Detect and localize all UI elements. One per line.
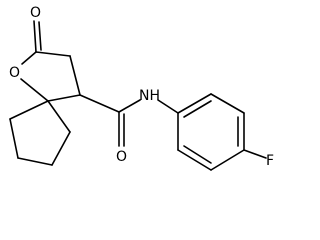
amide-group [79, 94, 179, 147]
bond-cp3-cp4 [9, 118, 19, 159]
bond-c2-c3 [35, 51, 71, 57]
bond-ar1-ar2 [177, 93, 212, 114]
chemical-structure-diagram: O O NH O F [9, 5, 274, 171]
bond-ar2-ar3 [210, 93, 245, 114]
bond-ar-inner-1 [183, 100, 212, 118]
bond-c2-o-double-a [33, 20, 37, 53]
bond-c5-o1 [20, 78, 49, 102]
bond-amide-c-n [118, 99, 141, 113]
bond-c2-o-double-b [38, 21, 42, 51]
amide-nitrogen-label: NH [139, 88, 160, 104]
lactone-ring [20, 20, 81, 102]
bond-ar-inner-3 [183, 145, 212, 164]
fluorine-label: F [266, 153, 274, 169]
bond-spiro-cp1 [47, 100, 71, 133]
lactone-carbonyl-oxygen-label: O [30, 5, 41, 21]
cyclopentane-ring [9, 100, 71, 166]
bond-n-aryl [157, 99, 179, 114]
bond-ar4-ar5 [210, 149, 245, 171]
bond-cp2-cp3 [17, 157, 53, 166]
bond-c4-c5 [47, 94, 81, 102]
ring-oxygen-label: O [9, 65, 20, 81]
bond-cp1-cp2 [51, 131, 71, 166]
bond-ar4-f [243, 149, 267, 159]
bond-ar5-ar6 [177, 149, 212, 171]
amide-oxygen-label: O [116, 149, 127, 165]
bond-c4-amide-c [79, 94, 120, 113]
bond-c3-c4 [69, 55, 81, 96]
bond-cp4-spiro [9, 100, 49, 120]
bond-o1-c2 [21, 51, 37, 65]
fluorophenyl-ring [177, 93, 267, 171]
